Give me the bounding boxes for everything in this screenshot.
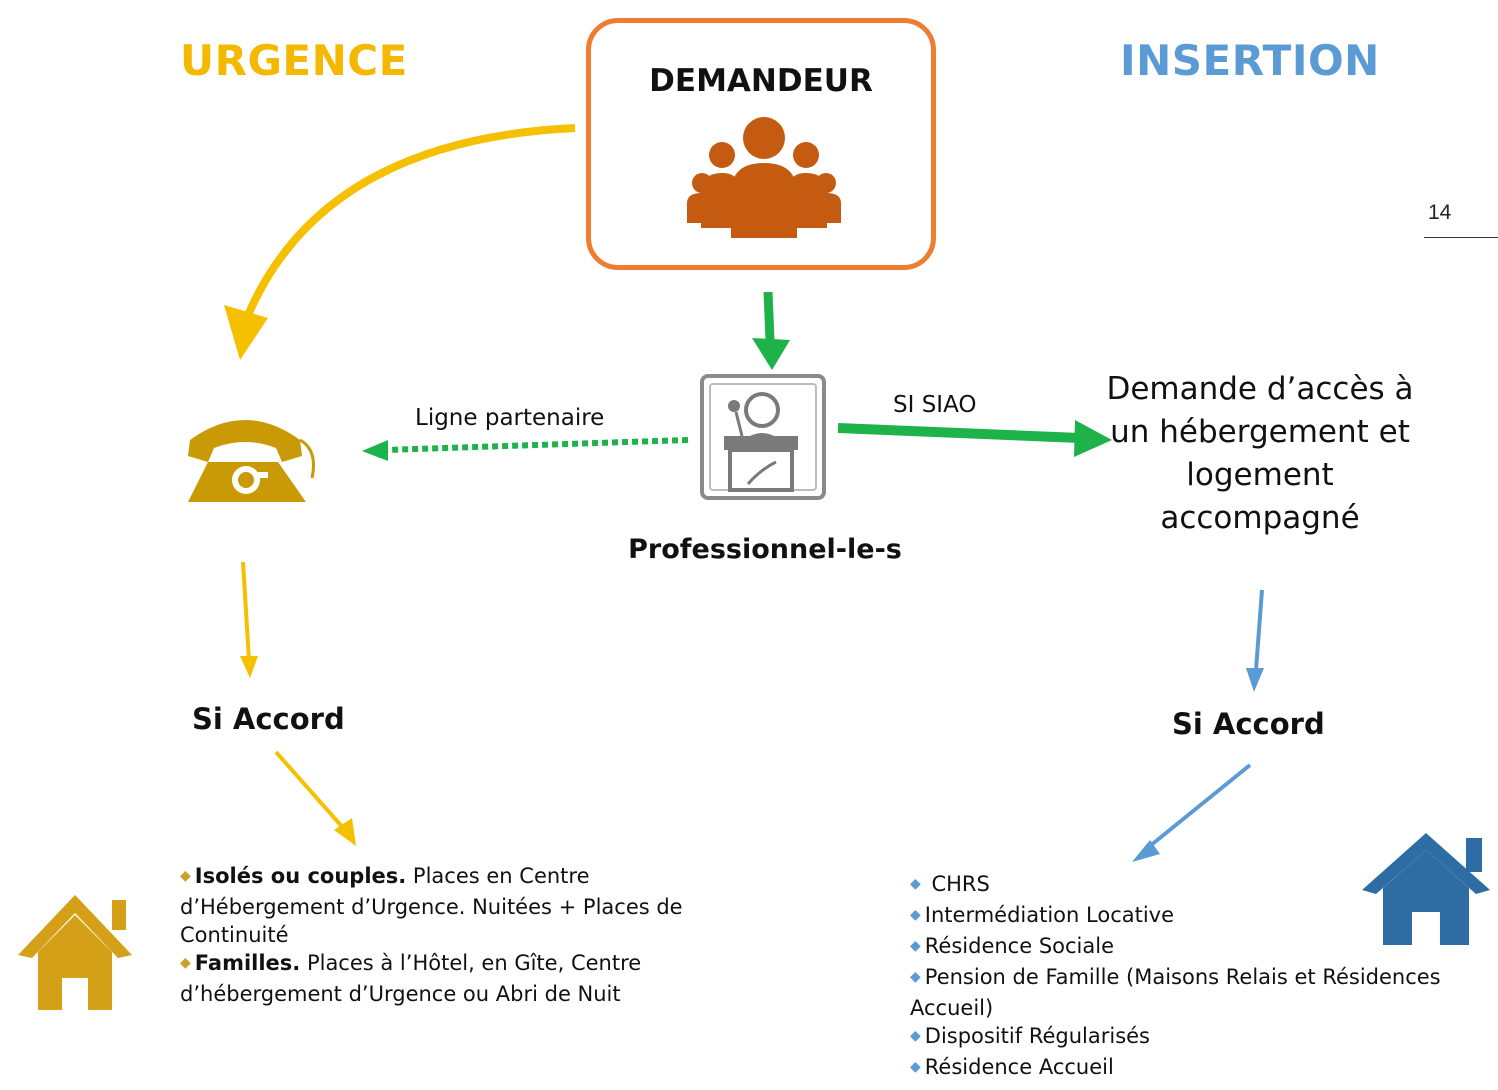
list-item: ◆Dispositif Régularisés — [910, 1024, 1150, 1048]
arrow-si-siao-head — [1074, 420, 1112, 457]
people-group-icon — [687, 117, 841, 238]
diamond-bullet-icon: ◆ — [910, 1059, 921, 1075]
list-item: ◆Pension de Famille (Maisons Relais et R… — [910, 965, 1441, 1020]
list-item: ◆Isolés ou couples. Places en Centre d’H… — [180, 864, 683, 947]
list-item: ◆Résidence Sociale — [910, 934, 1115, 958]
urgence-heading: URGENCE — [180, 36, 408, 85]
house-icon-insertion — [1362, 833, 1490, 945]
list-item: ◆Familles. Places à l’Hôtel, en Gîte, Ce… — [180, 951, 642, 1006]
diamond-bullet-icon: ◆ — [910, 876, 921, 892]
arrow-accord-to-insertion-list — [1143, 763, 1252, 852]
ligne-partenaire-label: Ligne partenaire — [415, 405, 605, 431]
arrow-phone-to-accord-head — [240, 656, 258, 678]
arrow-accord-to-urgence-list-head — [334, 818, 356, 846]
demande-acces-text: Demande d’accès à un hébergement et loge… — [1106, 371, 1414, 536]
professionnel-label: Professionnel-le-s — [628, 534, 902, 565]
arrow-demandeur-to-pro-head — [752, 338, 790, 370]
si-accord-insertion: Si Accord — [1172, 707, 1325, 741]
diamond-bullet-icon: ◆ — [910, 938, 921, 954]
arrow-ligne-partenaire — [384, 437, 689, 453]
arrow-accord-to-insertion-list-head — [1132, 840, 1160, 862]
arrow-ligne-partenaire-head — [362, 440, 388, 461]
arrow-si-siao — [837, 423, 1081, 443]
diamond-bullet-icon: ◆ — [180, 868, 191, 884]
house-icon-urgence — [18, 895, 132, 1010]
arrow-demande-to-accord-head — [1246, 668, 1264, 692]
page-number-rule — [1424, 237, 1498, 238]
telephone-icon — [188, 420, 315, 502]
arrow-accord-to-urgence-list — [274, 750, 347, 832]
list-item: ◆Intermédiation Locative — [910, 903, 1175, 927]
page-number: 14 — [1428, 201, 1452, 224]
diamond-bullet-icon: ◆ — [910, 969, 921, 985]
arrow-demande-to-accord — [1254, 589, 1264, 671]
list-item: ◆Résidence Accueil — [910, 1055, 1114, 1079]
diamond-bullet-icon: ◆ — [910, 1028, 921, 1044]
demandeur-label: DEMANDEUR — [649, 63, 873, 99]
arrow-demandeur-to-phone-head — [224, 305, 268, 360]
demandeur-box: DEMANDEUR — [586, 18, 936, 270]
insertion-list: ◆ CHRS ◆Intermédiation Locative ◆Résiden… — [910, 870, 1480, 1084]
si-accord-urgence: Si Accord — [192, 702, 345, 736]
arrow-phone-to-accord — [241, 561, 251, 661]
insertion-heading: INSERTION — [1120, 36, 1380, 85]
arrow-demandeur-to-pro — [763, 291, 775, 341]
diamond-bullet-icon: ◆ — [910, 907, 921, 923]
diamond-bullet-icon: ◆ — [180, 955, 191, 971]
reception-desk-icon — [700, 374, 826, 500]
urgence-list: ◆Isolés ou couples. Places en Centre d’H… — [180, 862, 720, 1008]
list-item: ◆ CHRS — [910, 872, 990, 896]
si-siao-label: SI SIAO — [893, 392, 977, 418]
arrow-demandeur-to-phone — [242, 124, 576, 322]
